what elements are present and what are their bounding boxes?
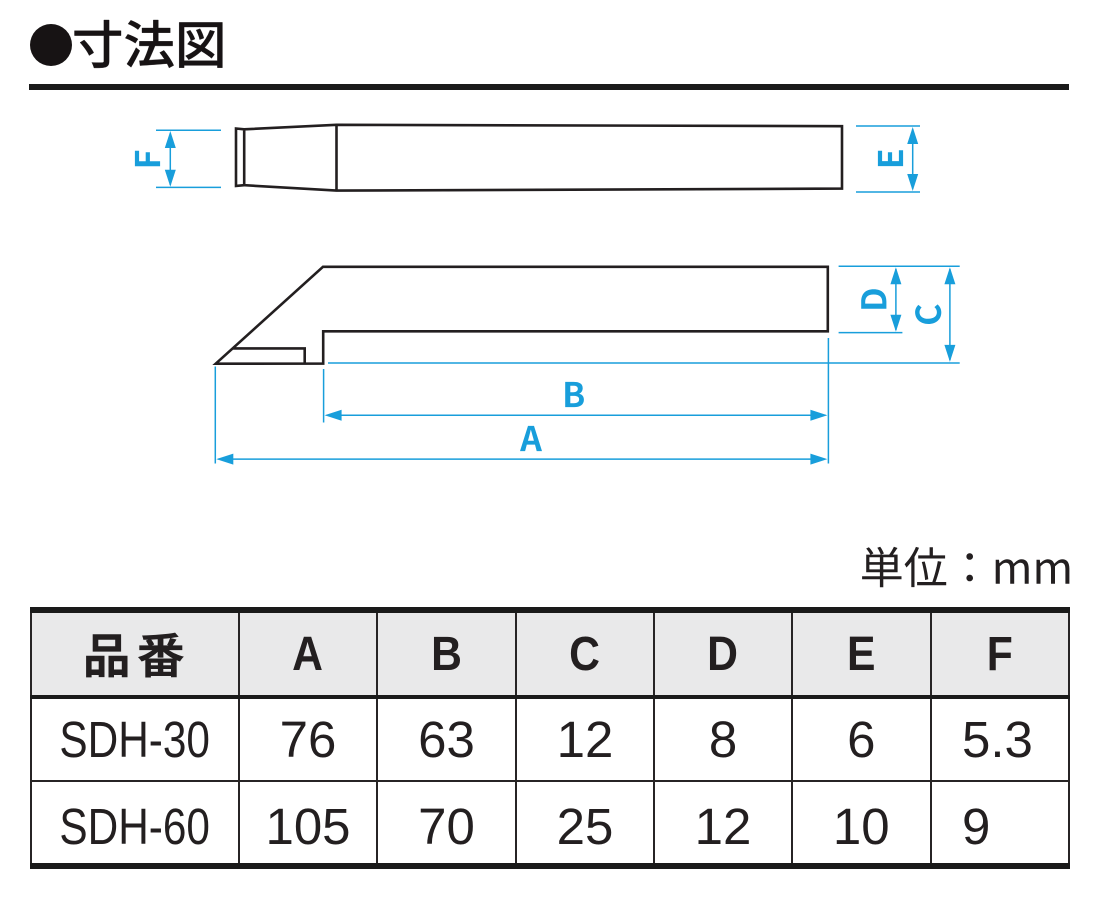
model-cell: SDH-30 — [30, 695, 240, 782]
table-header-row: 品番 A B C D E F — [30, 606, 1070, 699]
technical-drawings — [134, 123, 960, 465]
value-cell-f: 9 — [929, 779, 1070, 869]
column-header-e: E — [791, 606, 932, 699]
dim-label-d — [861, 289, 887, 309]
arrowhead-icon — [810, 453, 828, 465]
arrowhead-icon — [890, 314, 902, 332]
value-cell-a: 105 — [238, 779, 378, 869]
column-header-model: 品番 — [30, 606, 240, 699]
dimension-lines — [838, 265, 960, 334]
dim-label-a — [520, 425, 542, 452]
bullet-icon — [30, 23, 72, 66]
value-cell-e: 10 — [791, 779, 932, 869]
column-header-model-glyphs — [86, 632, 184, 678]
model-cell: SDH-60 — [30, 779, 240, 869]
arrowhead-icon — [324, 409, 342, 421]
value-cell-a: 76 — [238, 695, 378, 782]
dim-label-c — [915, 304, 942, 325]
arrowhead-icon — [944, 267, 956, 285]
dim-label-e — [877, 150, 904, 167]
dim-C — [328, 267, 960, 364]
value-cell-c: 12 — [515, 695, 655, 782]
dim-E — [856, 125, 920, 193]
dim-B — [322, 338, 830, 464]
value-cell-e: 6 — [791, 695, 932, 782]
arrowhead-icon — [907, 127, 919, 144]
column-header-a: A — [238, 606, 378, 699]
arrowhead-icon — [944, 344, 956, 362]
value-cell-b: 63 — [376, 695, 517, 782]
arrowhead-icon — [164, 131, 176, 148]
value-cell-b: 70 — [376, 779, 517, 869]
dimension-lines — [328, 269, 960, 364]
dim-label-b — [565, 381, 584, 408]
column-header-c: C — [515, 606, 655, 699]
value-cell-f: 5.3 — [929, 695, 1070, 782]
arrowhead-icon — [216, 453, 234, 465]
table-row-sdh-60: SDH-60 105 70 25 12 10 9 — [30, 779, 1070, 869]
dimension-table: 品番 A B C D E F SDH-30 76 63 12 8 6 5.3 S… — [30, 606, 1070, 869]
column-header-f: F — [929, 606, 1070, 699]
arrowhead-icon — [907, 174, 919, 191]
dimension-lines — [156, 129, 221, 189]
table-row-sdh-30: SDH-30 76 63 12 8 6 5.3 — [30, 695, 1070, 782]
dimension-lines — [322, 338, 830, 464]
arrowhead-icon — [890, 267, 902, 285]
arrowhead-icon — [810, 409, 828, 421]
dim-F — [134, 129, 221, 189]
value-cell-d: 12 — [653, 779, 793, 869]
header-divider — [29, 84, 1069, 90]
value-cell-c: 25 — [515, 779, 655, 869]
side-view-outline — [212, 265, 830, 366]
top-view-drawing — [134, 123, 920, 193]
page-title-glyphs — [74, 19, 223, 69]
dimension-lines — [214, 366, 825, 464]
unit-note — [862, 546, 1070, 588]
top-view-outline — [234, 123, 844, 192]
value-cell-d: 8 — [653, 695, 793, 782]
unit-note-glyphs — [862, 546, 1070, 588]
column-header-d: D — [653, 606, 793, 699]
page-title — [74, 19, 223, 69]
column-header-b: B — [376, 606, 517, 699]
dim-A — [214, 366, 828, 465]
arrowhead-icon — [164, 169, 176, 187]
side-view-drawing — [212, 265, 960, 465]
dim-label-f — [134, 150, 161, 167]
dim-D — [838, 265, 960, 334]
